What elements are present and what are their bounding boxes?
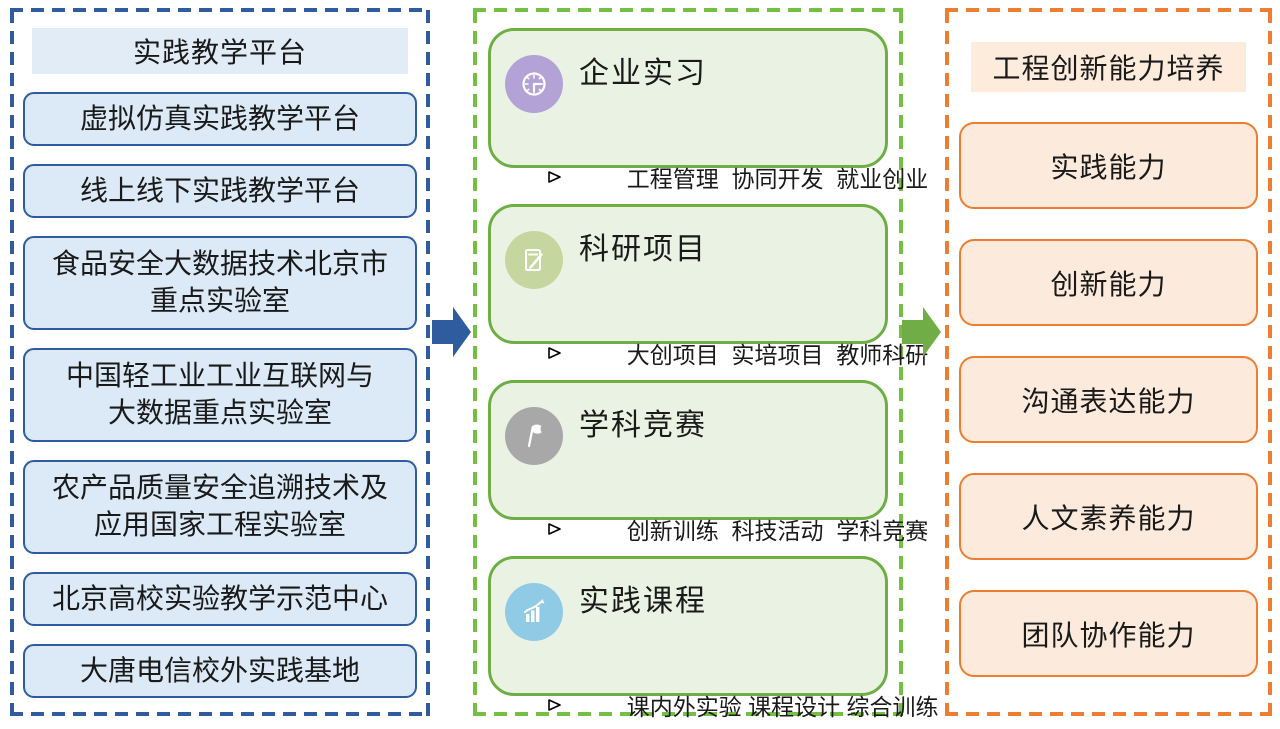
flag-icon [505, 407, 563, 465]
platform-item-light-industry-lab: 中国轻工业工业互联网与 大数据重点实验室 [23, 348, 417, 442]
card-title: 学科竞赛 [579, 409, 707, 442]
ability-item-humanities: 人文素养能力 [959, 473, 1258, 560]
card-details-text: 创新训练 科技活动 学科竞赛 [626, 518, 929, 544]
bullet-arrowhead-icon [547, 115, 624, 239]
card-research-projects: 科研项目 大创项目 实培项目 教师科研 [488, 204, 928, 368]
platform-item-agri-product-lab: 农产品质量安全追溯技术及 应用国家工程实验室 [23, 460, 417, 554]
practice-activities-panel: 企业实习 工程管理 协同开发 就业创业 科研项目 [473, 8, 938, 720]
arrow-middle-to-right-icon [902, 306, 942, 358]
right-panel-title: 工程创新能力培养 [971, 42, 1246, 92]
ability-item-practice: 实践能力 [959, 122, 1258, 209]
card-details-text: 课内外实验 课程设计 综合训练 [626, 694, 939, 720]
ability-cultivation-panel: 工程创新能力培养 实践能力 创新能力 沟通表达能力 人文素养能力 团队协作能力 [945, 8, 1272, 716]
platform-item-datang-base: 大唐电信校外实践基地 [23, 644, 417, 698]
platform-item-virtual-simulation: 虚拟仿真实践教学平台 [23, 92, 417, 146]
bullet-arrowhead-icon [547, 467, 624, 591]
platform-item-online-offline: 线上线下实践教学平台 [23, 164, 417, 218]
ability-item-teamwork: 团队协作能力 [959, 590, 1258, 677]
card-title: 科研项目 [579, 233, 707, 266]
bullet-arrowhead-icon [547, 291, 624, 415]
ability-item-innovation: 创新能力 [959, 239, 1258, 326]
practice-platform-panel: 实践教学平台 虚拟仿真实践教学平台 线上线下实践教学平台 食品安全大数据技术北京… [10, 8, 430, 716]
card-enterprise-internship: 企业实习 工程管理 协同开发 就业创业 [488, 28, 928, 192]
card-practice-courses: 实践课程 课内外实验 课程设计 综合训练 [488, 556, 938, 720]
platform-item-beijing-demo-center: 北京高校实验教学示范中心 [23, 572, 417, 626]
clock-icon [505, 55, 563, 113]
arrow-left-to-middle-icon [432, 306, 472, 358]
bar-chart-icon [505, 583, 563, 641]
card-details-text: 大创项目 实培项目 教师科研 [626, 342, 929, 368]
card-discipline-competitions: 学科竞赛 创新训练 科技活动 学科竞赛 [488, 380, 928, 544]
card-title: 实践课程 [579, 585, 707, 618]
left-panel-title: 实践教学平台 [32, 28, 408, 74]
ability-item-communication: 沟通表达能力 [959, 356, 1258, 443]
card-details-text: 工程管理 协同开发 就业创业 [626, 166, 929, 192]
bullet-arrowhead-icon [547, 643, 624, 729]
document-pencil-icon [505, 231, 563, 289]
platform-item-food-safety-lab: 食品安全大数据技术北京市 重点实验室 [23, 236, 417, 330]
card-title: 企业实习 [579, 57, 707, 90]
